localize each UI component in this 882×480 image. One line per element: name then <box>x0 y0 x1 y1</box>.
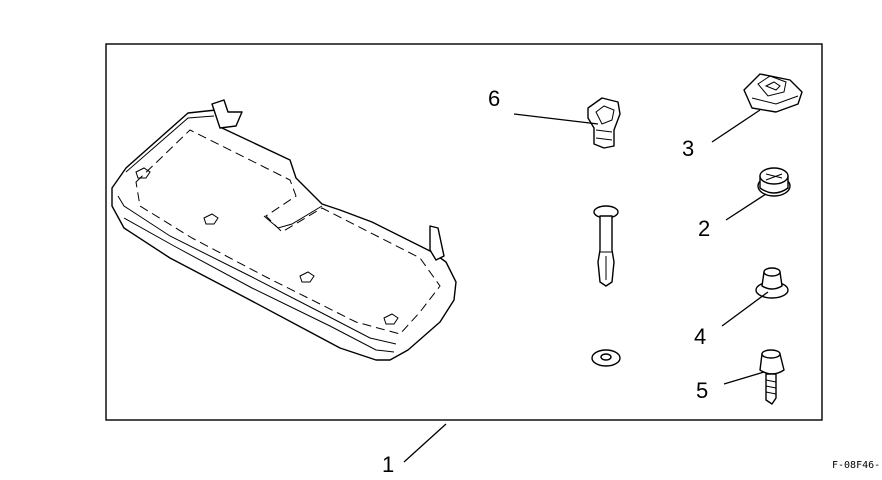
leader-5 <box>723 371 765 385</box>
leader-4 <box>721 291 769 327</box>
callout-2: 2 <box>698 216 710 241</box>
leader-lines <box>403 109 769 463</box>
part-5-bolt <box>759 349 785 405</box>
part-push-pin <box>593 205 619 287</box>
part-3-clip-nut <box>743 73 803 113</box>
callout-6: 6 <box>488 86 500 111</box>
leader-1 <box>403 423 447 463</box>
callout-5: 5 <box>696 378 708 403</box>
part-washer <box>591 349 621 367</box>
callout-1: 1 <box>382 452 394 477</box>
leader-3 <box>711 109 761 143</box>
part-2-grommet <box>757 167 791 197</box>
drawing-code: F-08F46- <box>832 460 880 471</box>
kit-frame <box>105 43 823 421</box>
leader-6 <box>513 113 599 125</box>
part-6-clip <box>587 97 621 149</box>
part-undercover-panel <box>111 99 457 361</box>
callout-4: 4 <box>694 324 706 349</box>
callout-3: 3 <box>682 136 694 161</box>
leader-2 <box>725 193 767 221</box>
part-4-flange-nut <box>755 267 789 299</box>
